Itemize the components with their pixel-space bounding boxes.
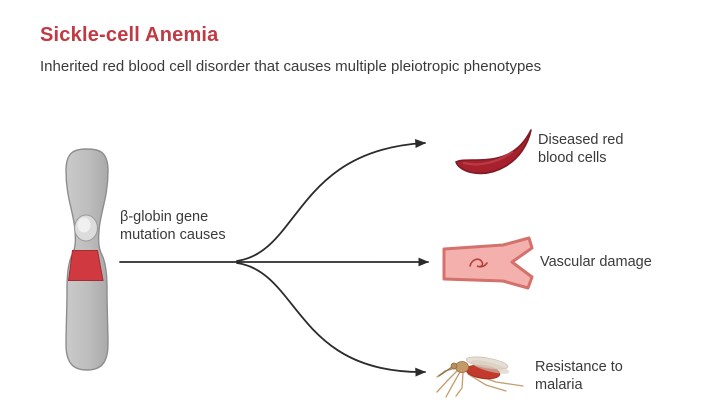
arrow-top [236,139,427,262]
page-subtitle: Inherited red blood cell disorder that c… [40,58,542,75]
outcome-label-resistance-to-malaria: Resistance to malaria [535,359,623,393]
mosquito-icon [436,356,524,398]
chromosome-icon [65,148,109,371]
sickle-cell-icon [455,129,532,175]
damaged-blood-vessel-icon [442,236,534,290]
arrow-bottom [236,262,427,377]
page-title: Sickle-cell Anemia [40,24,219,46]
branch-arrows [119,139,430,377]
blood-clot-squiggle [469,258,488,268]
outcome-label-vascular-damage: Vascular damage [540,254,652,270]
outcome-label-diseased-red-blood-cells: Diseased red blood cells [538,132,624,166]
cause-label: β-globin gene mutation causes [120,209,226,243]
mutated-gene-band [67,250,104,281]
